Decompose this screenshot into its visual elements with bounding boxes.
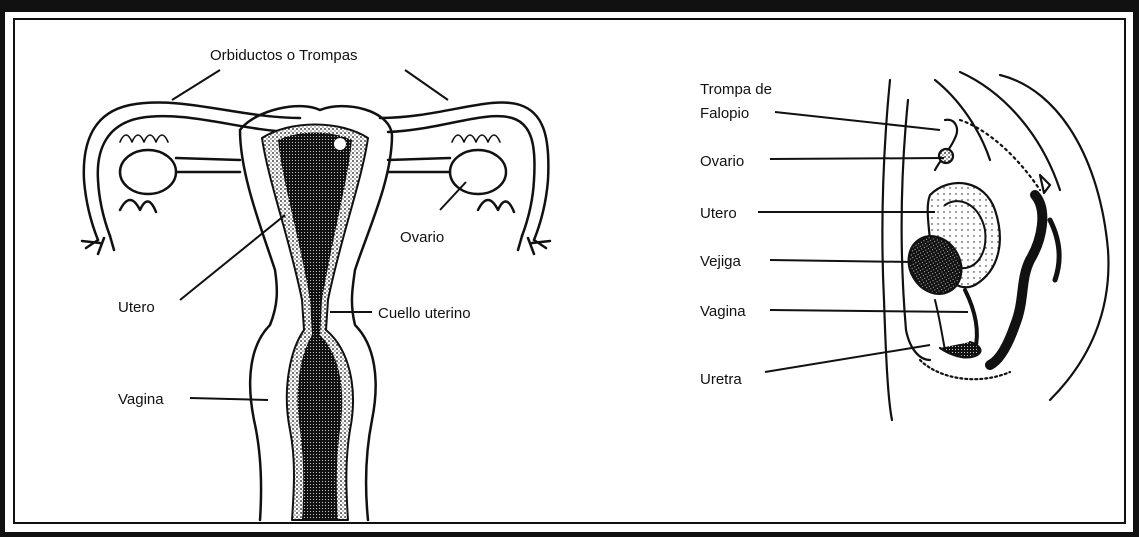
label-ovary-side: Ovario (700, 153, 744, 170)
label-uterus-front: Utero (118, 299, 155, 316)
abdominal-wall (881, 78, 894, 422)
urethra-side (934, 299, 946, 351)
label-bladder: Vejiga (700, 253, 742, 270)
uterus-highlight (334, 138, 346, 150)
urethra-leader (764, 344, 931, 373)
uterus-lumen (278, 132, 352, 520)
side-view-diagram (881, 70, 1110, 422)
back-outline (998, 73, 1110, 402)
right-fallopian-tube (378, 101, 552, 256)
right-ovary (386, 134, 508, 196)
perineum (938, 340, 982, 359)
ovary-leader (439, 181, 467, 211)
front-view-diagram (80, 101, 552, 522)
front-leader-lines (171, 69, 467, 401)
vagina-side-leader (769, 309, 969, 313)
label-cervix: Cuello uterino (378, 305, 471, 322)
uterus-leader (179, 214, 286, 301)
left-fallopian-tube (80, 101, 302, 256)
label-tubes: Orbiductos o Trompas (210, 47, 358, 64)
tubes-leader-left (171, 69, 221, 101)
inner-frame (13, 18, 1126, 524)
right-fimbriae (476, 198, 516, 214)
label-fallopian-tube-line2: Falopio (700, 105, 749, 122)
vagina-side (963, 288, 979, 352)
label-vagina-front: Vagina (118, 391, 164, 408)
left-ovary (118, 134, 242, 196)
tubes-leader-right (404, 69, 449, 101)
label-ovary-front: Ovario (400, 229, 444, 246)
ovary-side (937, 147, 955, 165)
label-vagina-side: Vagina (700, 303, 746, 320)
peritoneum (958, 118, 1042, 192)
label-fallopian-tube-line1: Trompa de (700, 81, 772, 98)
side-leader-lines (758, 111, 969, 373)
tube-leader (774, 111, 941, 131)
label-uterus-side: Utero (700, 205, 737, 222)
ovary-side-leader (769, 157, 945, 160)
bladder-leader (769, 259, 913, 263)
left-fimbriae (118, 198, 158, 214)
uterus-outer (238, 104, 394, 522)
rectum (985, 190, 1048, 370)
label-urethra: Uretra (700, 371, 742, 388)
bladder (907, 235, 963, 295)
vagina-leader (189, 397, 269, 401)
